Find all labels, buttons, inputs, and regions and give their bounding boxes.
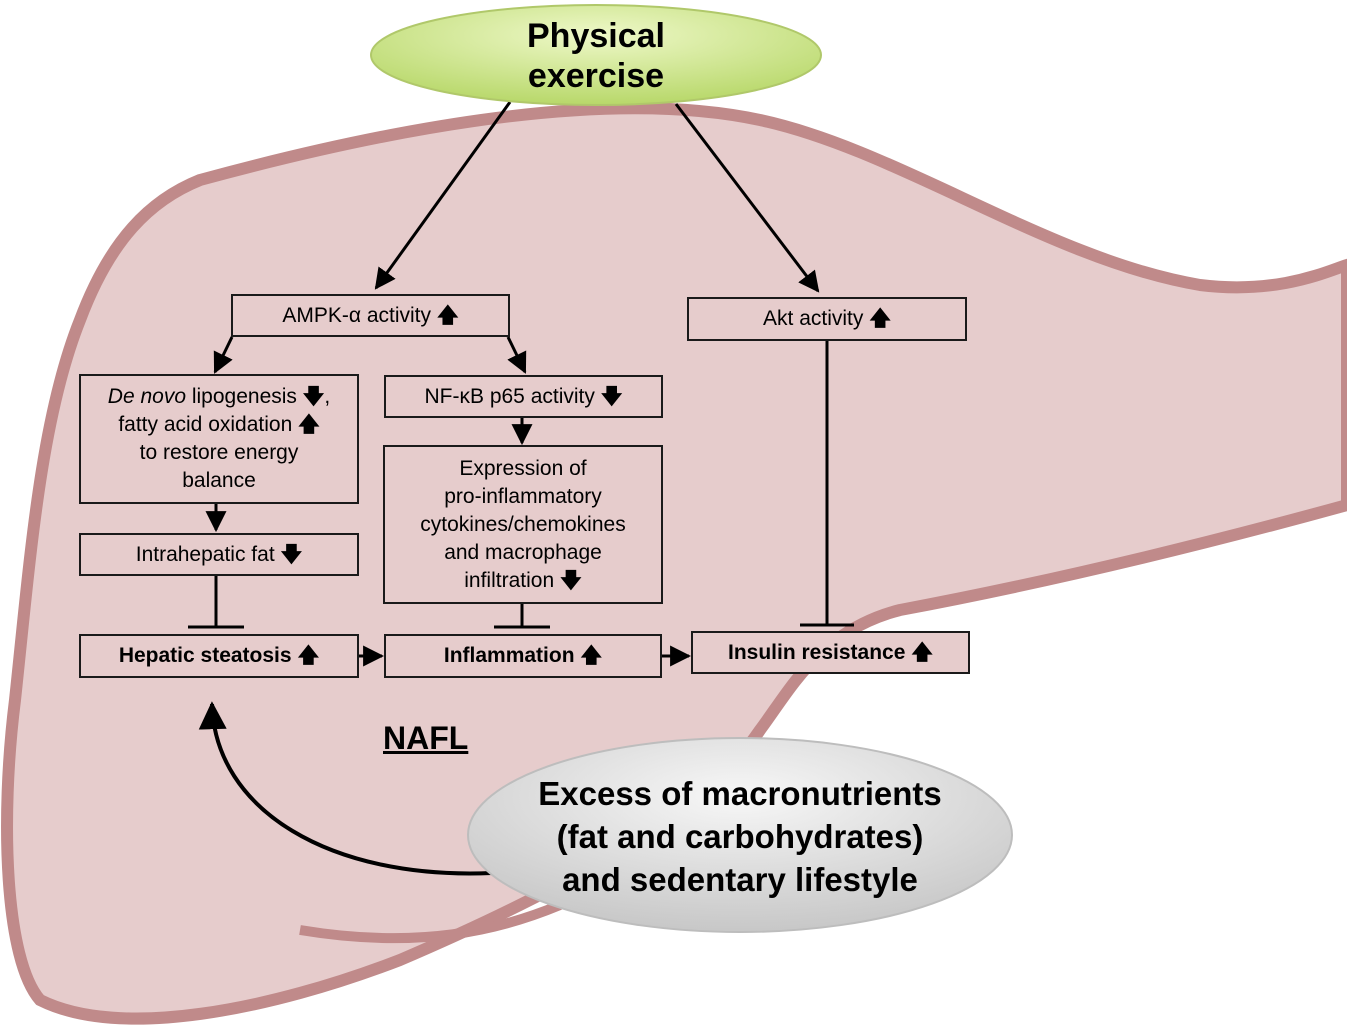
physical-exercise-label: Physical exercise <box>396 10 796 102</box>
arrow-exercise-to-ampk <box>374 101 512 290</box>
lipogenesis-box: De novo lipogenesis 🡇, fatty acid oxidat… <box>79 374 359 504</box>
excess-line1: Excess of macronutrients <box>538 774 942 812</box>
physical-exercise-ellipse <box>370 4 822 106</box>
up-arrow-icon: 🡅 <box>297 644 320 667</box>
down-arrow-icon: 🡇 <box>302 385 325 408</box>
up-arrow-icon: 🡅 <box>911 640 933 664</box>
hepatic-steatosis-box: Hepatic steatosis 🡅 <box>79 634 359 678</box>
intrahepatic-fat-box: Intrahepatic fat 🡇 <box>79 533 359 576</box>
akt-activity-box: Akt activity 🡅 <box>687 297 967 341</box>
steatosis-label: Hepatic steatosis <box>118 644 292 667</box>
lipo-line4: balance <box>182 469 256 492</box>
expression-line3: cytokines/chemokines <box>420 512 626 536</box>
lipo-line1-rest: lipogenesis <box>186 385 303 408</box>
lipo-line1: De novo lipogenesis 🡇, <box>108 383 330 411</box>
up-arrow-icon: 🡅 <box>869 307 891 330</box>
inflammation-label: Inflammation <box>443 644 575 667</box>
akt-label: Akt activity <box>763 307 864 330</box>
down-arrow-icon: 🡇 <box>600 384 623 408</box>
up-arrow-icon: 🡅 <box>298 413 320 436</box>
expression-line5: infiltration🡇 <box>464 567 581 595</box>
up-arrow-icon: 🡅 <box>580 644 603 667</box>
ampk-activity-box: AMPK-α activity 🡅 <box>231 294 510 337</box>
expression-line1: Expression of <box>459 456 587 480</box>
arrow-excess-to-steatosis <box>198 701 493 876</box>
down-arrow-icon: 🡇 <box>280 542 303 566</box>
ampk-label: AMPK-α activity <box>282 303 432 327</box>
up-arrow-icon: 🡅 <box>437 303 459 327</box>
lipo-line2-text: fatty acid oxidation <box>118 413 299 436</box>
lipo-comma: , <box>324 385 331 408</box>
lipo-italic: De novo <box>107 385 187 408</box>
nfkb-label: NF-κB p65 activity <box>424 384 595 408</box>
excess-macronutrients-ellipse <box>467 737 1013 933</box>
expression-line4: and macrophage <box>444 540 602 564</box>
down-arrow-icon: 🡇 <box>560 568 582 592</box>
arrow-ampk-to-lipo <box>213 336 234 374</box>
excess-macronutrients-label: Excess of macronutrients (fat and carboh… <box>500 770 980 902</box>
excess-line3: and sedentary lifestyle <box>562 860 918 898</box>
physical-exercise-line1: Physical <box>527 17 665 55</box>
expression-line5-text: infiltration <box>464 568 555 592</box>
inflammation-box: Inflammation 🡅 <box>384 634 662 678</box>
physical-exercise-line2: exercise <box>527 57 665 95</box>
nfkb-activity-box: NF-κB p65 activity 🡇 <box>384 375 663 418</box>
lipo-line2: fatty acid oxidation 🡅 <box>118 411 319 439</box>
lipo-line3: to restore energy <box>139 441 299 464</box>
nafl-label: NAFL <box>383 720 469 756</box>
intrahepatic-label: Intrahepatic fat <box>135 542 275 566</box>
insulin-label: Insulin resistance <box>728 640 906 664</box>
arrow-exercise-to-akt <box>674 103 820 293</box>
insulin-resistance-box: Insulin resistance 🡅 <box>691 631 970 674</box>
expression-line2: pro-inflammatory <box>444 484 602 508</box>
liver-lobe-line <box>299 900 562 944</box>
expression-box: Expression of pro-inflammatory cytokines… <box>383 445 663 604</box>
arrow-ampk-to-nfkb <box>506 336 527 374</box>
excess-line2: (fat and carbohydrates) <box>556 817 924 855</box>
